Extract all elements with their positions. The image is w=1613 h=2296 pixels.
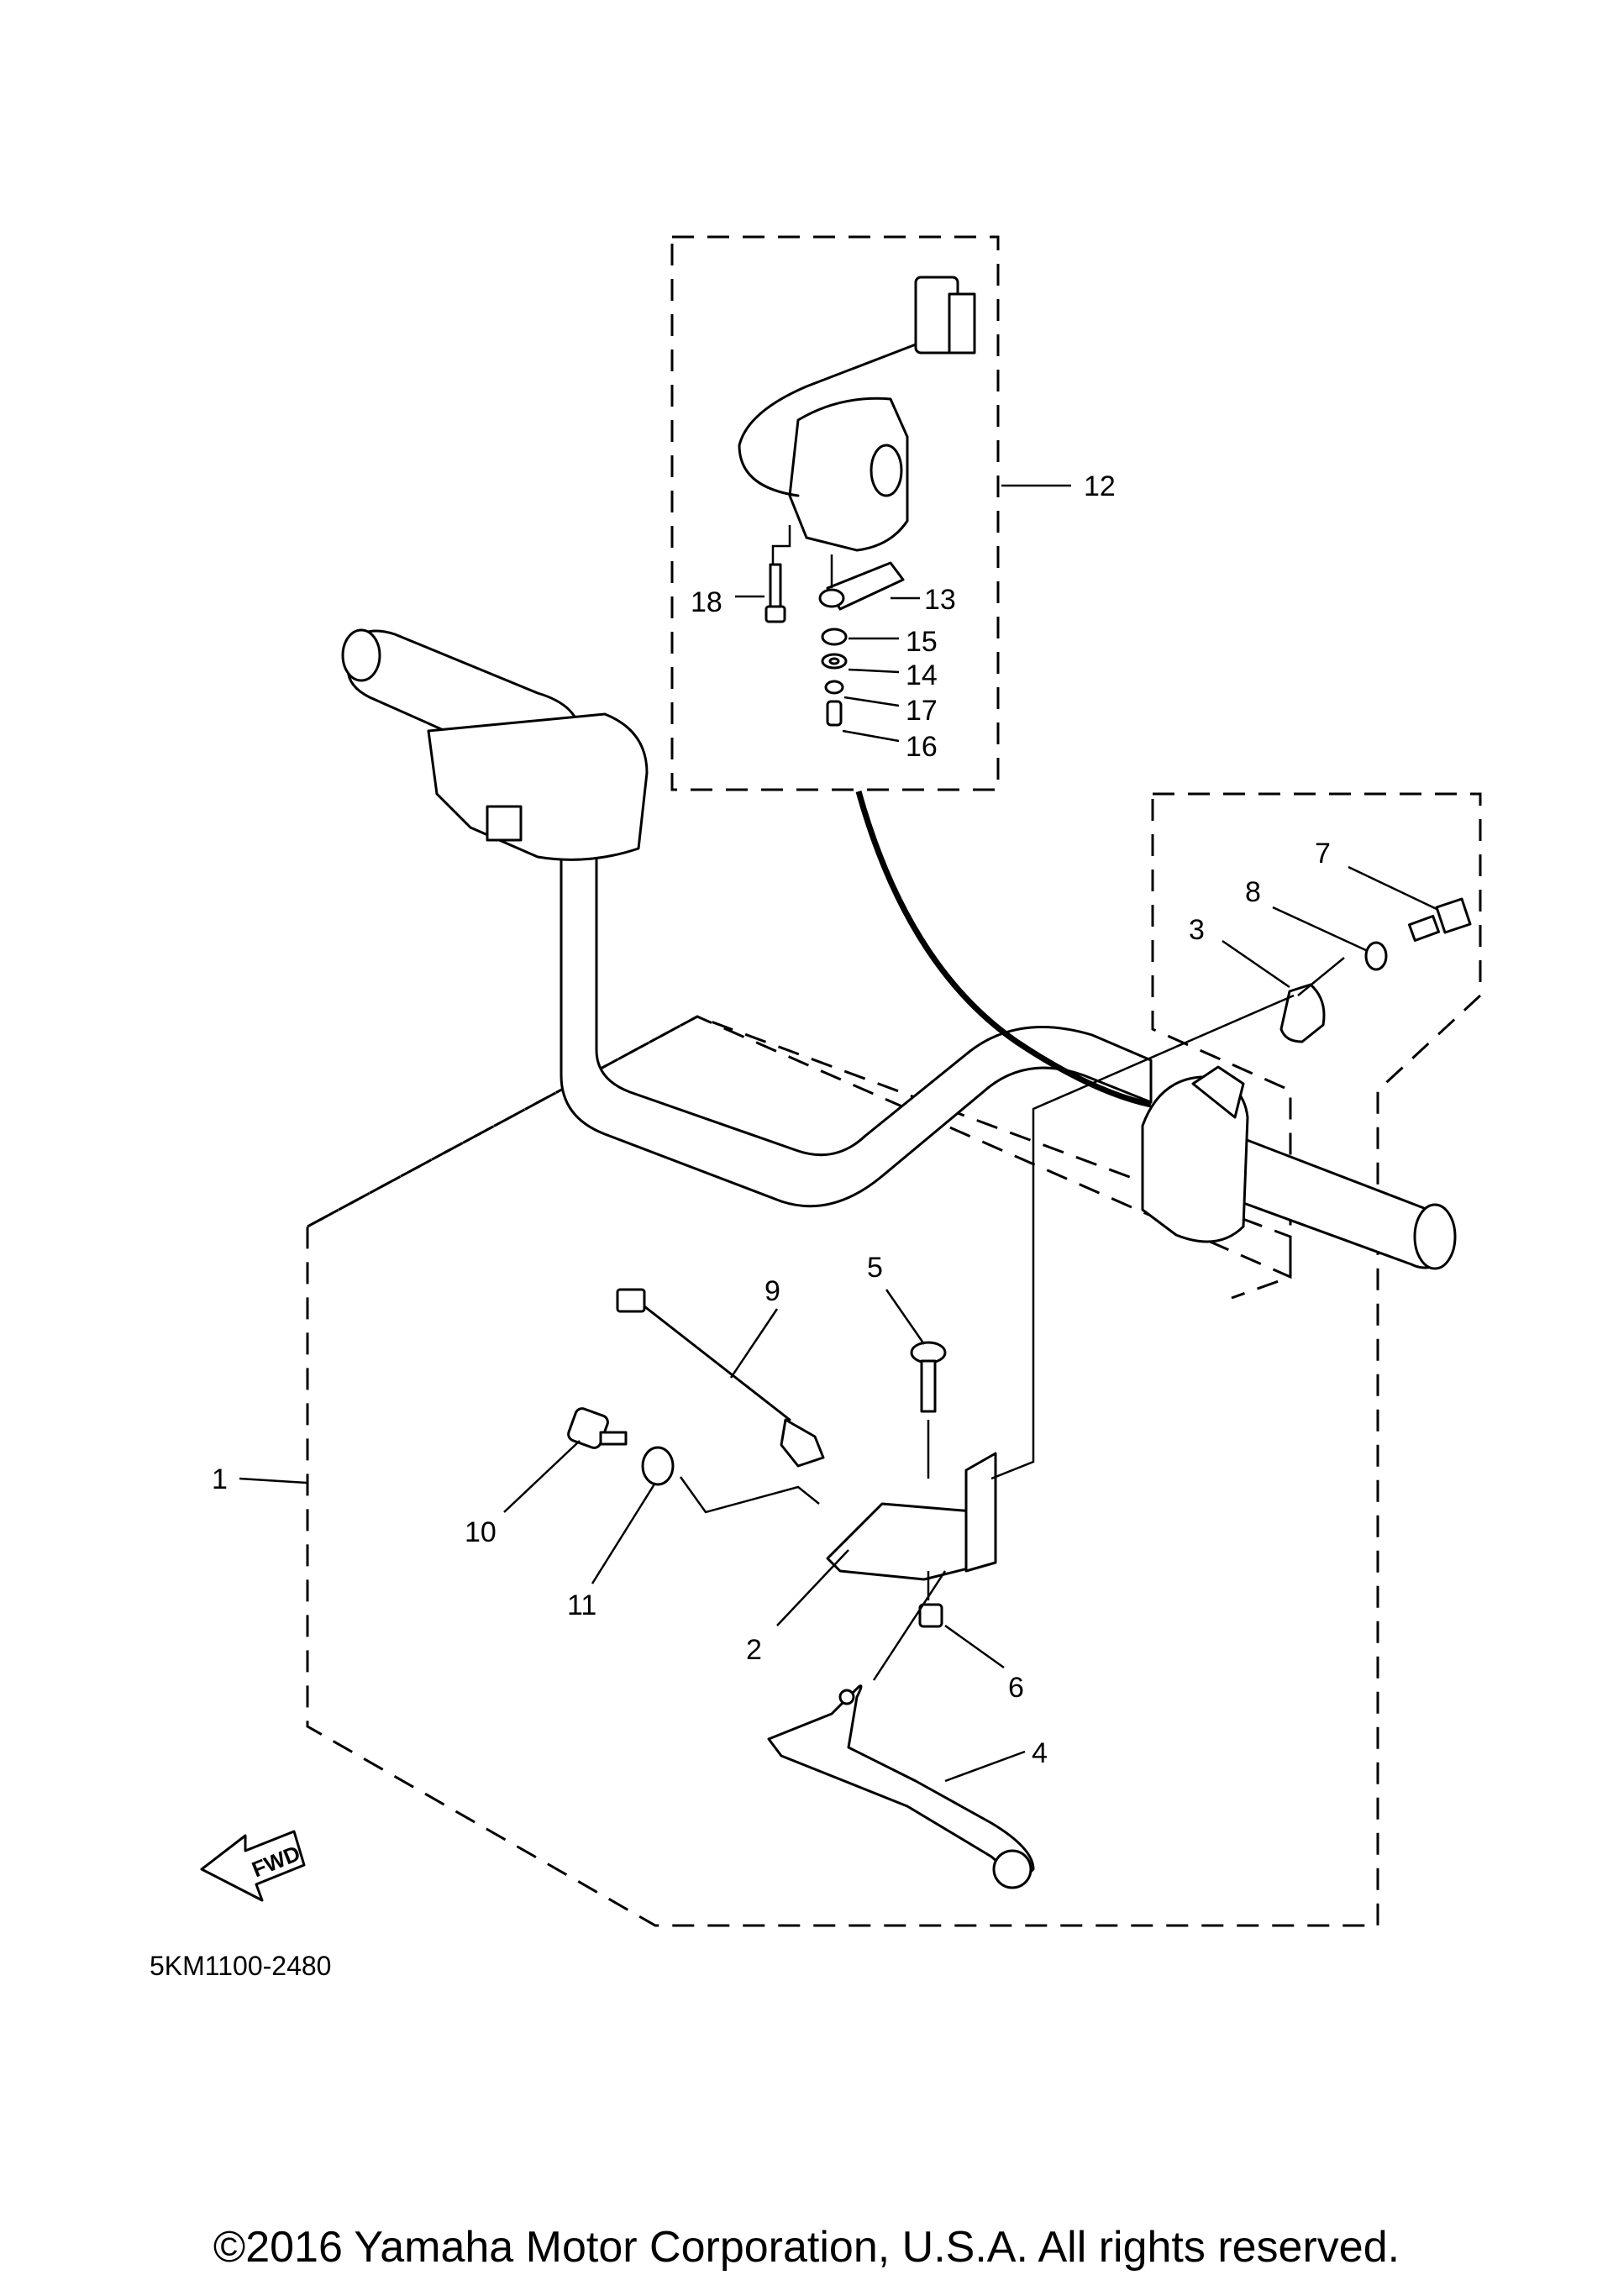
connector-line: [990, 994, 1295, 1480]
connector-line: [771, 525, 791, 565]
leader-6: [944, 1624, 1005, 1669]
callout-15: 15: [906, 626, 938, 658]
callout-13: 13: [924, 584, 956, 616]
locknut-11: [641, 1446, 675, 1486]
callout-7: 7: [1315, 838, 1331, 870]
copyright-notice: ©2016 Yamaha Motor Corporation, U.S.A. A…: [213, 2223, 1400, 2272]
connector-line: [679, 1476, 820, 1514]
callout-16: 16: [906, 731, 938, 763]
diagram-code: 5KM1100-2480: [150, 1951, 332, 1981]
callout-1: 1: [212, 1463, 228, 1495]
leader-14: [848, 668, 900, 674]
callout-4: 4: [1032, 1737, 1048, 1769]
fwd-arrow-icon: FWD: [200, 1830, 306, 1902]
callout-9: 9: [764, 1275, 780, 1307]
lever-holder-2: [826, 1452, 997, 1581]
right-switch-housing: [1141, 1065, 1249, 1243]
lever-4: [767, 1684, 1035, 1889]
handlebar: [560, 854, 1153, 1208]
clutch-switch-9: [616, 1288, 825, 1468]
callout-17: 17: [906, 695, 938, 727]
leader-7: [1348, 865, 1437, 911]
switch-cover: [818, 561, 905, 611]
callout-5: 5: [867, 1252, 883, 1284]
handlebar-switch: [738, 276, 976, 552]
callout-6: 6: [1008, 1672, 1024, 1704]
screw-18: [764, 563, 786, 623]
leader-3: [1222, 939, 1290, 989]
leader-8: [1272, 906, 1369, 953]
leader-2: [776, 1549, 849, 1626]
switch-cable: [855, 791, 1152, 1108]
right-grip: [1191, 1124, 1457, 1270]
leader-10: [503, 1440, 581, 1513]
callout-10: 10: [465, 1516, 497, 1548]
washer-8: [1364, 941, 1388, 971]
nut-6: [918, 1603, 943, 1628]
screw-16: [826, 700, 843, 727]
leader-4: [944, 1750, 1026, 1783]
spring-washer-17: [824, 680, 844, 695]
leader-16: [842, 729, 900, 743]
left-switch-housing: [427, 712, 649, 861]
holder-group-box: [306, 792, 1482, 1927]
leader-11: [591, 1482, 657, 1584]
callout-3: 3: [1189, 914, 1205, 946]
leader-5: [885, 1289, 926, 1345]
washer-14: [821, 653, 848, 670]
leader-1: [239, 1477, 307, 1484]
callout-14: 14: [906, 659, 938, 691]
callout-12: 12: [1084, 470, 1116, 502]
callout-11: 11: [567, 1589, 596, 1621]
leader-17: [843, 696, 900, 707]
connector-line: [1297, 957, 1345, 996]
callout-18: 18: [691, 586, 722, 618]
nut-15: [821, 628, 848, 646]
leader-9: [729, 1308, 779, 1379]
switch-assembly-group-box: [670, 235, 1000, 791]
connector-line: [872, 1570, 947, 1681]
bolt-7: [1407, 897, 1472, 943]
callout-8: 8: [1245, 876, 1261, 908]
bolt-5: [910, 1341, 947, 1413]
holder-3: [1279, 983, 1326, 1043]
callout-2: 2: [746, 1634, 762, 1666]
adjuster-10: [567, 1407, 628, 1449]
